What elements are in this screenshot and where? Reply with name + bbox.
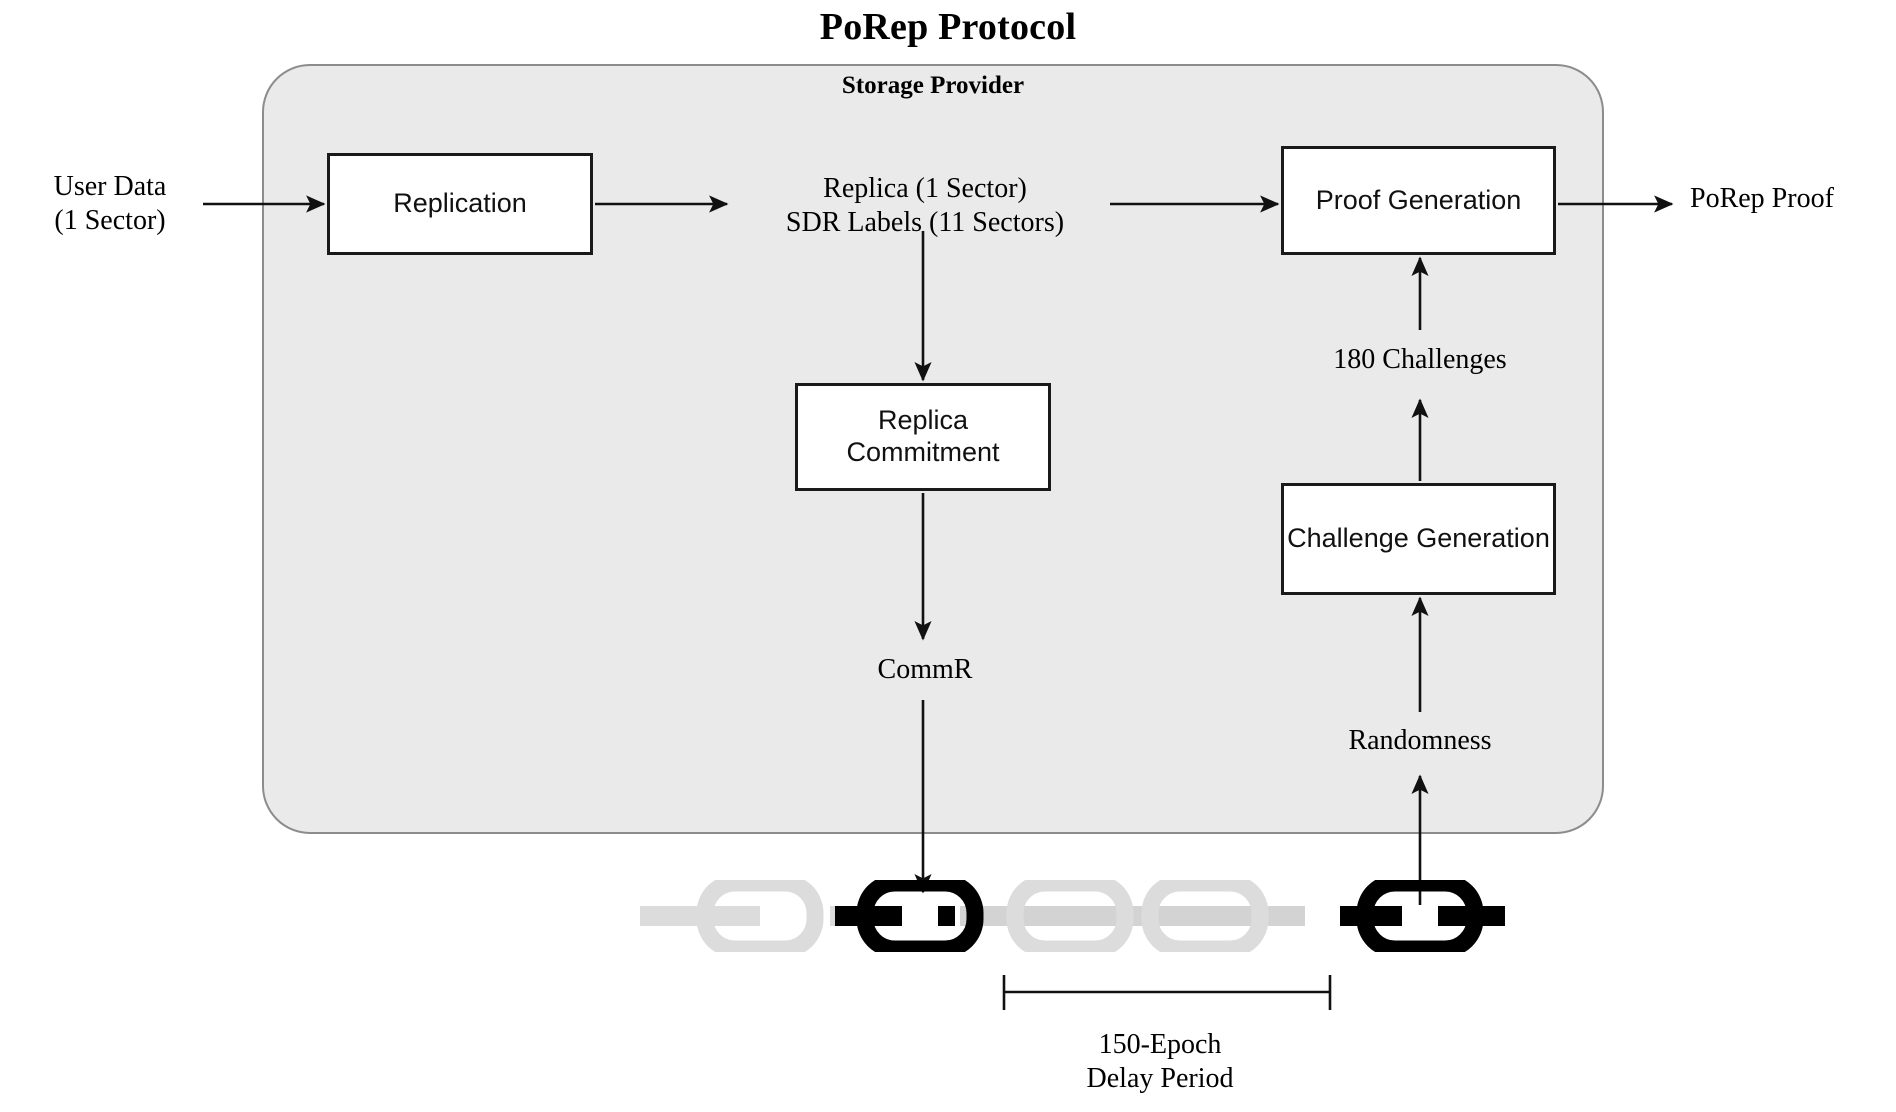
page-title: PoRep Protocol — [819, 6, 1077, 48]
box-proof-generation[interactable]: Proof Generation — [1281, 146, 1556, 255]
delay-period-bracket — [1002, 975, 1332, 1010]
label-delay-period: 150-Epoch Delay Period — [1086, 1029, 1234, 1094]
label-randomness: Randomness — [1348, 725, 1492, 756]
label-porep-proof: PoRep Proof — [1690, 183, 1834, 214]
label-replica-sdr: Replica (1 Sector) SDR Labels (11 Sector… — [785, 173, 1065, 238]
box-replication[interactable]: Replication — [327, 153, 593, 255]
chain-link-1 — [696, 880, 824, 952]
storage-provider-label: Storage Provider — [841, 72, 1025, 99]
chain-bar-gaps — [747, 906, 773, 926]
label-180-challenges: 180 Challenges — [1333, 344, 1507, 375]
chain-link-3 — [1006, 880, 1134, 952]
box-replica-commitment[interactable]: Replica Commitment — [795, 383, 1051, 491]
label-commr: CommR — [877, 654, 973, 685]
box-challenge-generation[interactable]: Challenge Generation — [1281, 483, 1556, 595]
chain-link-4 — [1141, 880, 1269, 952]
chain-link-5-active — [1356, 880, 1484, 952]
blockchain-chain — [640, 880, 1505, 952]
chain-link-2-active — [856, 880, 984, 952]
label-user-data: User Data (1 Sector) — [53, 171, 167, 236]
